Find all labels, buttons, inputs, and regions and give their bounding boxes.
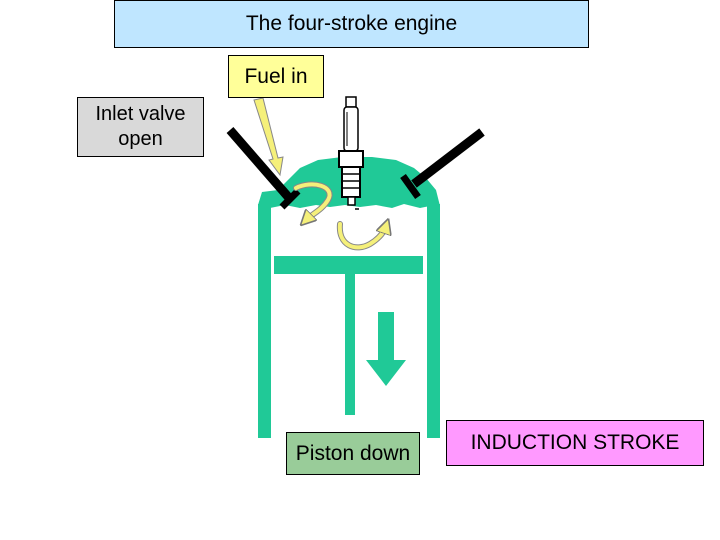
down-arrow	[366, 312, 406, 386]
cylinder-wall-left	[258, 204, 271, 438]
inlet-valve-label-line1: Inlet valve	[95, 103, 186, 125]
exhaust-valve	[400, 128, 485, 200]
piston-crown	[274, 256, 423, 274]
inlet-valve-label-line2: open	[118, 128, 163, 150]
stroke-name-label: INDUCTION STROKE	[446, 420, 704, 466]
cylinder-wall-right	[427, 204, 440, 438]
spark-plug	[338, 96, 364, 210]
inlet-valve	[226, 127, 301, 210]
fuel-in-arrow	[253, 97, 284, 177]
connecting-rod	[345, 274, 355, 415]
inlet-valve-label: Inlet valve open	[77, 97, 204, 157]
diagram-title: The four-stroke engine	[114, 0, 589, 48]
piston-down-label: Piston down	[286, 432, 420, 475]
fuel-in-label: Fuel in	[228, 55, 324, 98]
